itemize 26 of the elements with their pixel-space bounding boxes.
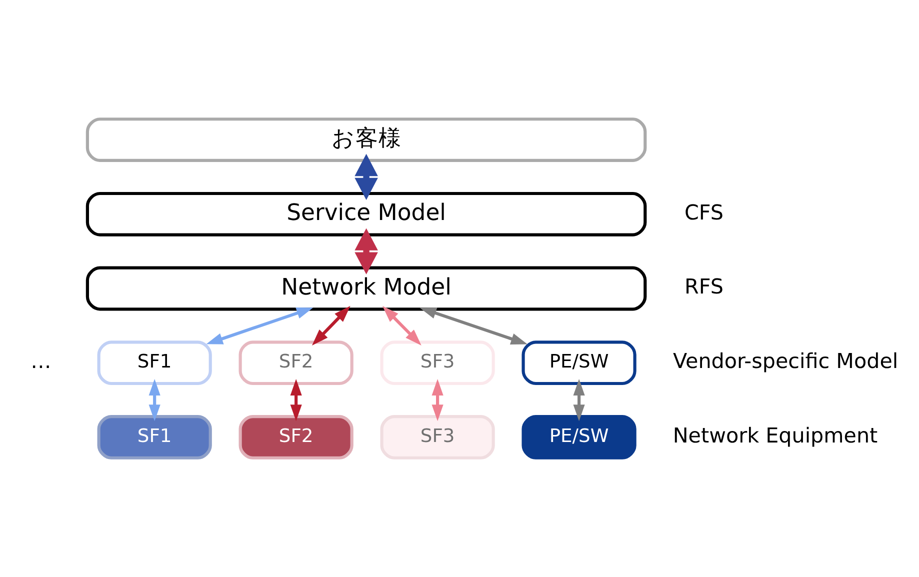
arrow [312, 306, 350, 346]
arrow [354, 228, 378, 274]
arrow [382, 306, 422, 346]
arrow [290, 378, 302, 422]
arrow [420, 308, 528, 344]
label: RFS [684, 274, 724, 299]
node-box: SF3 [380, 415, 495, 460]
node-box: Network Model [86, 266, 647, 311]
arrow [432, 378, 444, 422]
node-box: お客様 [86, 118, 647, 162]
label: … [30, 349, 52, 374]
arrow [354, 154, 378, 200]
label: Vendor-specific Model [673, 349, 898, 374]
label: CFS [684, 200, 724, 224]
node-box: PE/SW [522, 415, 636, 460]
node-box: SF2 [238, 340, 354, 386]
node-box: SF1 [97, 340, 212, 386]
node-box: SF1 [97, 415, 212, 460]
node-box: SF3 [380, 340, 495, 386]
node-box: PE/SW [522, 340, 636, 386]
label: Network Equipment [672, 423, 878, 448]
arrow [148, 378, 160, 422]
node-box: SF2 [238, 415, 354, 460]
arrow [573, 378, 585, 422]
node-box: Service Model [86, 192, 647, 236]
arrow [206, 308, 314, 344]
